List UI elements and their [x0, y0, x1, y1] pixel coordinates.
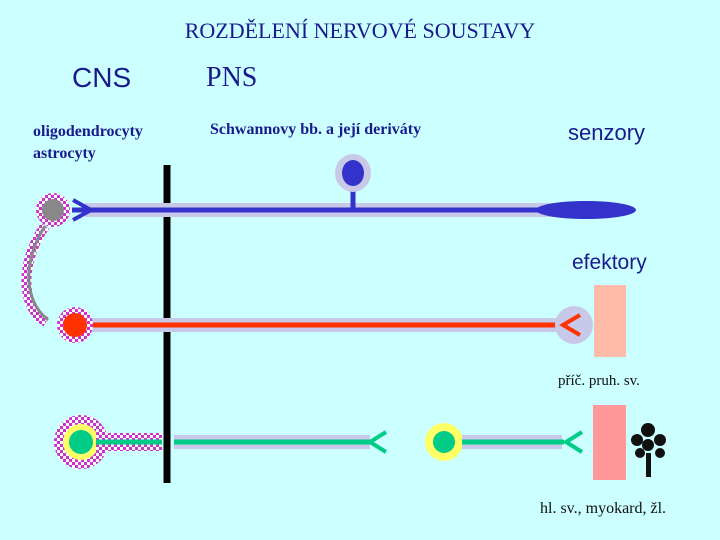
sensory-pathway — [21, 154, 636, 327]
interneuron-soma — [42, 199, 64, 221]
striated-muscle-block — [594, 285, 626, 357]
sensory-receptor-ending — [536, 201, 636, 219]
smooth-muscle-label: hl. sv., myokard, žl. — [540, 500, 667, 517]
sensory-ganglion-soma — [342, 160, 364, 186]
gland-icon — [631, 423, 666, 477]
motor-neuron-soma — [63, 313, 87, 337]
smooth-muscle-block — [593, 405, 626, 480]
ganglion-synapse-arrowhead — [366, 430, 388, 454]
pns-glia-label: Schwannovy bb. a její deriváty — [210, 121, 422, 138]
interneuron-axon — [27, 225, 49, 322]
motor-endplate-arrowhead — [559, 313, 582, 337]
pns-heading: PNS — [206, 62, 258, 93]
cns-heading: CNS — [72, 62, 132, 93]
effectors-label: efektory — [572, 251, 647, 274]
cns-glia-oligodendrocytes: oligodendrocyty — [33, 123, 143, 140]
motor-endplate-halo — [555, 306, 593, 344]
ganglion-neuron-soma — [433, 431, 455, 453]
preganglionic-neuron-soma — [69, 430, 93, 454]
sensors-label: senzory — [568, 120, 646, 145]
autonomic-pathway — [54, 405, 666, 480]
effector-synapse-arrowhead — [562, 430, 584, 454]
sensory-synapse-arrowhead — [72, 198, 96, 222]
cns-glia-list: oligodendrocyty astrocyty — [33, 121, 143, 165]
page-title: ROZDĚLENÍ NERVOVÉ SOUSTAVY — [184, 18, 536, 43]
cns-glia-astrocytes: astrocyty — [33, 145, 96, 162]
somatic-motor-pathway — [57, 285, 626, 357]
striated-muscle-label: příč. pruh. sv. — [558, 373, 640, 389]
